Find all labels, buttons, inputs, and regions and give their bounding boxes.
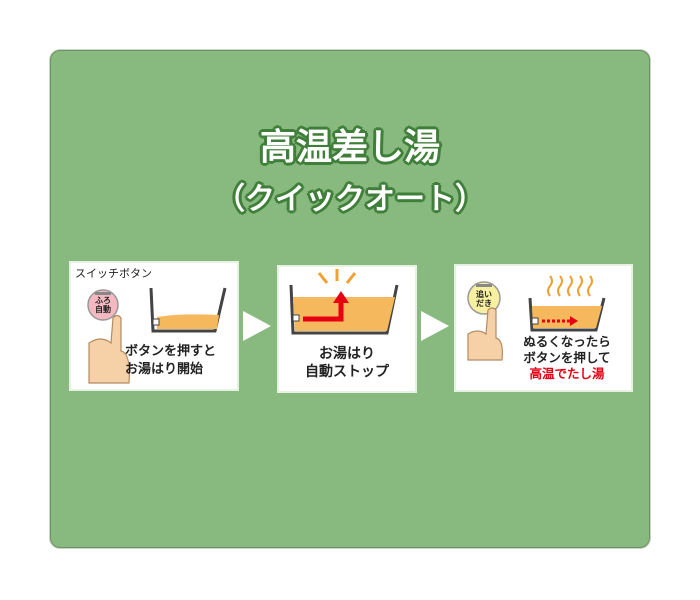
step-text-line: ボタンを押すと	[125, 344, 217, 359]
step-text-line: ボタンを押して	[523, 350, 611, 365]
step-text-line: お湯はり開始	[125, 362, 204, 377]
step-text: ぬるくなったら ボタンを押して 高温でたし湯	[506, 334, 628, 382]
button-label: 追いだき	[476, 290, 492, 308]
switch-caption: スイッチボタン	[75, 267, 152, 280]
next-arrow-icon	[421, 311, 449, 341]
step-text: ボタンを押すと お湯はり開始	[125, 343, 216, 379]
page-title: 高温差し湯	[259, 127, 440, 168]
finger-press-icon	[467, 307, 503, 361]
step-text-line: 自動ストップ	[305, 364, 389, 380]
step-card-2: お湯はり 自動ストップ	[277, 265, 417, 393]
bath-auto-stop-illustration	[289, 269, 399, 335]
step-card-3: 追いだき ぬるくなったら ボタンを押して 高温でたし湯	[454, 264, 633, 392]
highlight-text: 高温でたし湯	[529, 366, 605, 381]
bath-fill-start-illustration	[87, 287, 227, 384]
page-subtitle: （クイックオート）	[215, 182, 485, 217]
step-text-line: ぬるくなったら	[523, 334, 611, 349]
step-text-line: お湯はり	[319, 346, 375, 362]
next-arrow-icon	[243, 311, 271, 341]
step-text: お湯はり 自動ストップ	[279, 345, 415, 381]
steam-icon	[547, 275, 593, 297]
finger-press-icon	[88, 314, 130, 384]
reheat-illustration	[467, 275, 606, 361]
button-label: ふろ自動	[95, 296, 111, 314]
step-card-1: スイッチボタン ふろ自動 ボタンを押すと お湯はり開始	[69, 261, 239, 391]
